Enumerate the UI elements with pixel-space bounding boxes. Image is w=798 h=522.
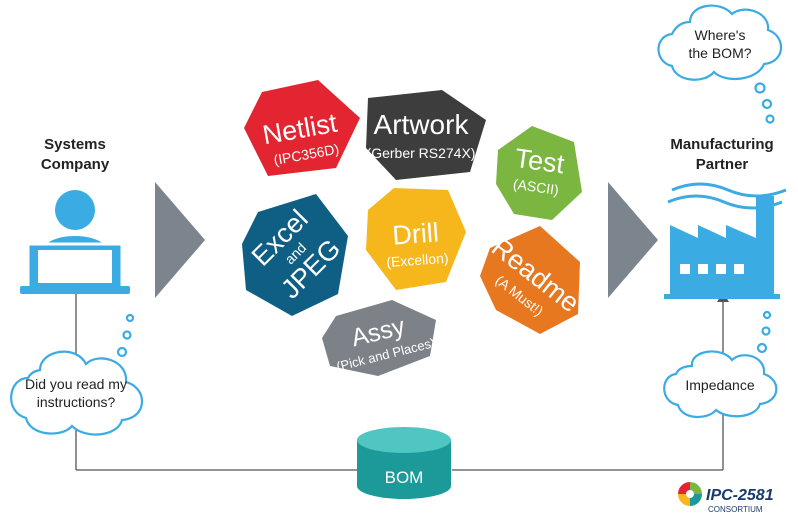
ipc-2581-logo: IPC-2581 CONSORTIUM (678, 482, 774, 514)
drill-title: Drill (391, 217, 439, 250)
excel-shape (242, 194, 348, 316)
instructions-line1: Did you read my (25, 376, 127, 392)
artwork-subtitle: (Gerber RS274X) (367, 145, 476, 161)
bom-question-line2: the BOM? (688, 45, 751, 61)
flow-arrow-right (608, 182, 658, 298)
systems-company-line2: Company (41, 156, 110, 173)
bom-label: BOM (385, 468, 424, 487)
bom-database-icon (357, 427, 451, 499)
artwork-title: Artwork (374, 109, 470, 140)
instructions-line2: instructions? (37, 394, 116, 410)
systems-company-line1: Systems (44, 136, 106, 153)
artwork-shape (366, 90, 486, 180)
logo-name: IPC-2581 (706, 487, 774, 504)
drill-subtitle: (Excellon) (386, 250, 449, 270)
manufacturing-partner-line2: Partner (696, 156, 749, 173)
drill-shape (366, 188, 466, 290)
test-subtitle: (ASCII) (512, 176, 560, 198)
thought-bubble-bom-question (657, 4, 783, 124)
assy-shape (322, 300, 436, 376)
logo-sub: CONSORTIUM (708, 505, 763, 514)
netlist-shape (244, 80, 360, 176)
thought-bubble-instructions (10, 313, 144, 436)
test-title: Test (513, 143, 567, 180)
bom-question-line1: Where's (695, 27, 746, 43)
flow-arrow-left (155, 182, 205, 298)
readme-shape (480, 226, 580, 334)
manufacturing-partner-line1: Manufacturing (670, 136, 773, 153)
logo-mark-icon (678, 482, 702, 506)
factory-icon (664, 182, 787, 299)
impedance-text: Impedance (685, 377, 754, 393)
test-shape (496, 126, 582, 220)
person-at-laptop-icon (20, 190, 130, 294)
thought-bubble-impedance (663, 310, 778, 418)
